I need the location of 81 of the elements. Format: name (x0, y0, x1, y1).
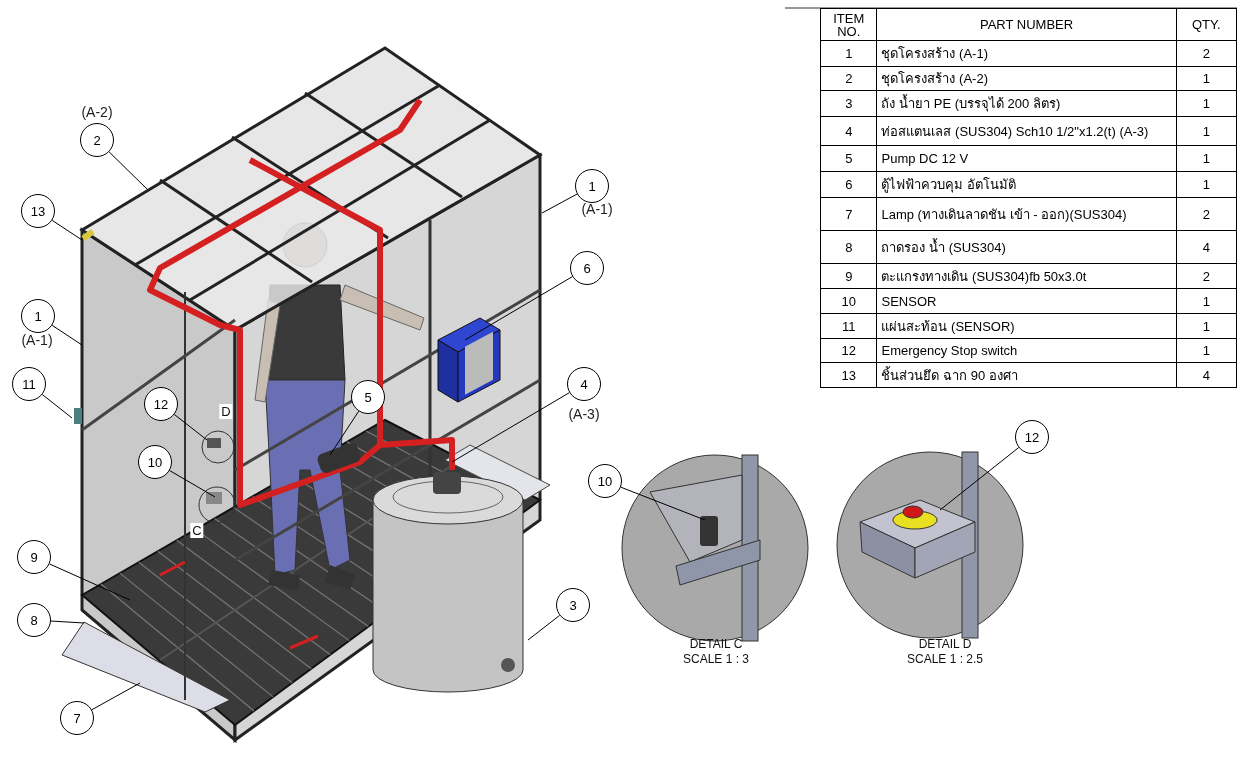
leader-line (50, 620, 85, 624)
table-cell: ถัง น้ำยา PE (บรรจุได้ 200 ลิตร) (877, 90, 1177, 117)
table-cell: 4 (1176, 362, 1237, 388)
table-cell: Pump DC 12 V (877, 145, 1177, 172)
table-cell: 4 (820, 116, 877, 146)
leader-line (91, 682, 141, 711)
table-cell: 8 (820, 230, 877, 264)
table-cell: 11 (820, 313, 877, 339)
header-cell: PART NUMBER (877, 8, 1177, 41)
table-cell: 1 (1176, 338, 1237, 363)
table-cell: ชุดโครงสร้าง (A-1) (877, 40, 1177, 67)
table-cell: 1 (1176, 145, 1237, 172)
leader-line (49, 563, 131, 601)
leader-line (464, 276, 573, 341)
table-cell: ตะแกรงทางเดิน (SUS304)fb 50x3.0t (877, 263, 1177, 289)
part-reference: (A-3) (568, 406, 600, 422)
table-cell: 1 (1176, 288, 1237, 314)
view-title: DETAIL D (918, 637, 972, 651)
table-cell: 1 (1176, 313, 1237, 339)
header-cell: QTY. (1176, 8, 1237, 41)
callout-bubble: 4 (567, 367, 601, 401)
leader-line (620, 486, 706, 521)
detail-letter: C (190, 523, 204, 538)
part-reference: (A-1) (581, 201, 613, 217)
table-cell: 2 (1176, 263, 1237, 289)
table-cell: Emergency Stop switch (877, 338, 1177, 363)
table-cell: 1 (1176, 66, 1237, 91)
leader-line (527, 614, 561, 641)
table-cell: 1 (1176, 116, 1237, 146)
table-cell: ชิ้นส่วนยึด ฉาก 90 องศา (877, 362, 1177, 388)
table-cell: 1 (820, 40, 877, 67)
leader-line (173, 414, 208, 441)
leader-line (939, 447, 1020, 511)
header-cell: ITEM NO. (820, 8, 877, 41)
table-cell: Lamp (ทางเดินลาดชัน เข้า - ออก)(SUS304) (877, 197, 1177, 231)
callout-bubble: 7 (60, 701, 94, 735)
table-cell: ชุดโครงสร้าง (A-2) (877, 66, 1177, 91)
table-cell: 1 (1176, 90, 1237, 117)
callout-bubble: 12 (1015, 420, 1049, 454)
leader-line (108, 151, 149, 191)
view-scale: SCALE 1 : 3 (683, 652, 749, 666)
table-cell: 10 (820, 288, 877, 314)
table-cell: 4 (1176, 230, 1237, 264)
table-cell: 12 (820, 338, 877, 363)
callout-bubble: 1 (21, 299, 55, 333)
callout-bubble: 6 (570, 251, 604, 285)
table-cell: 2 (1176, 197, 1237, 231)
leader-line (41, 394, 73, 419)
callout-bubble: 9 (17, 540, 51, 574)
callout-bubble: 3 (556, 588, 590, 622)
table-cell: 6 (820, 171, 877, 198)
part-reference: (A-1) (21, 332, 53, 348)
callout-bubble: 13 (21, 194, 55, 228)
table-cell: 2 (820, 66, 877, 91)
callout-bubble: 10 (588, 464, 622, 498)
table-cell: 9 (820, 263, 877, 289)
callout-bubble: 2 (80, 123, 114, 157)
table-cell: ตู้ไฟฟ้าควบคุม อัตโนมัติ (877, 171, 1177, 198)
callout-bubble: 11 (12, 367, 46, 401)
table-cell: 7 (820, 197, 877, 231)
part-reference: (A-2) (81, 104, 113, 120)
callout-bubble: 1 (575, 169, 609, 203)
table-cell: ถาดรอง น้ำ (SUS304) (877, 230, 1177, 264)
leader-line (169, 470, 216, 498)
detail-letter: D (219, 404, 233, 419)
table-cell: ท่อสแตนเลส (SUS304) Sch10 1/2"x1.2(t) (A-3) (877, 116, 1177, 146)
callout-bubble: 8 (17, 603, 51, 637)
table-cell: 1 (1176, 171, 1237, 198)
leader-line (51, 324, 83, 346)
leader-line (451, 392, 570, 463)
table-cell: 2 (1176, 40, 1237, 67)
table-cell: SENSOR (877, 288, 1177, 314)
table-cell: 5 (820, 145, 877, 172)
view-scale: SCALE 1 : 2.5 (907, 652, 983, 666)
leader-line (329, 410, 360, 456)
leader-line (541, 193, 578, 214)
view-title: DETAIL C (689, 637, 743, 651)
table-cell: 3 (820, 90, 877, 117)
table-cell: แผ่นสะท้อน (SENSOR) (877, 313, 1177, 339)
leader-line (51, 219, 83, 241)
table-cell: 13 (820, 362, 877, 388)
